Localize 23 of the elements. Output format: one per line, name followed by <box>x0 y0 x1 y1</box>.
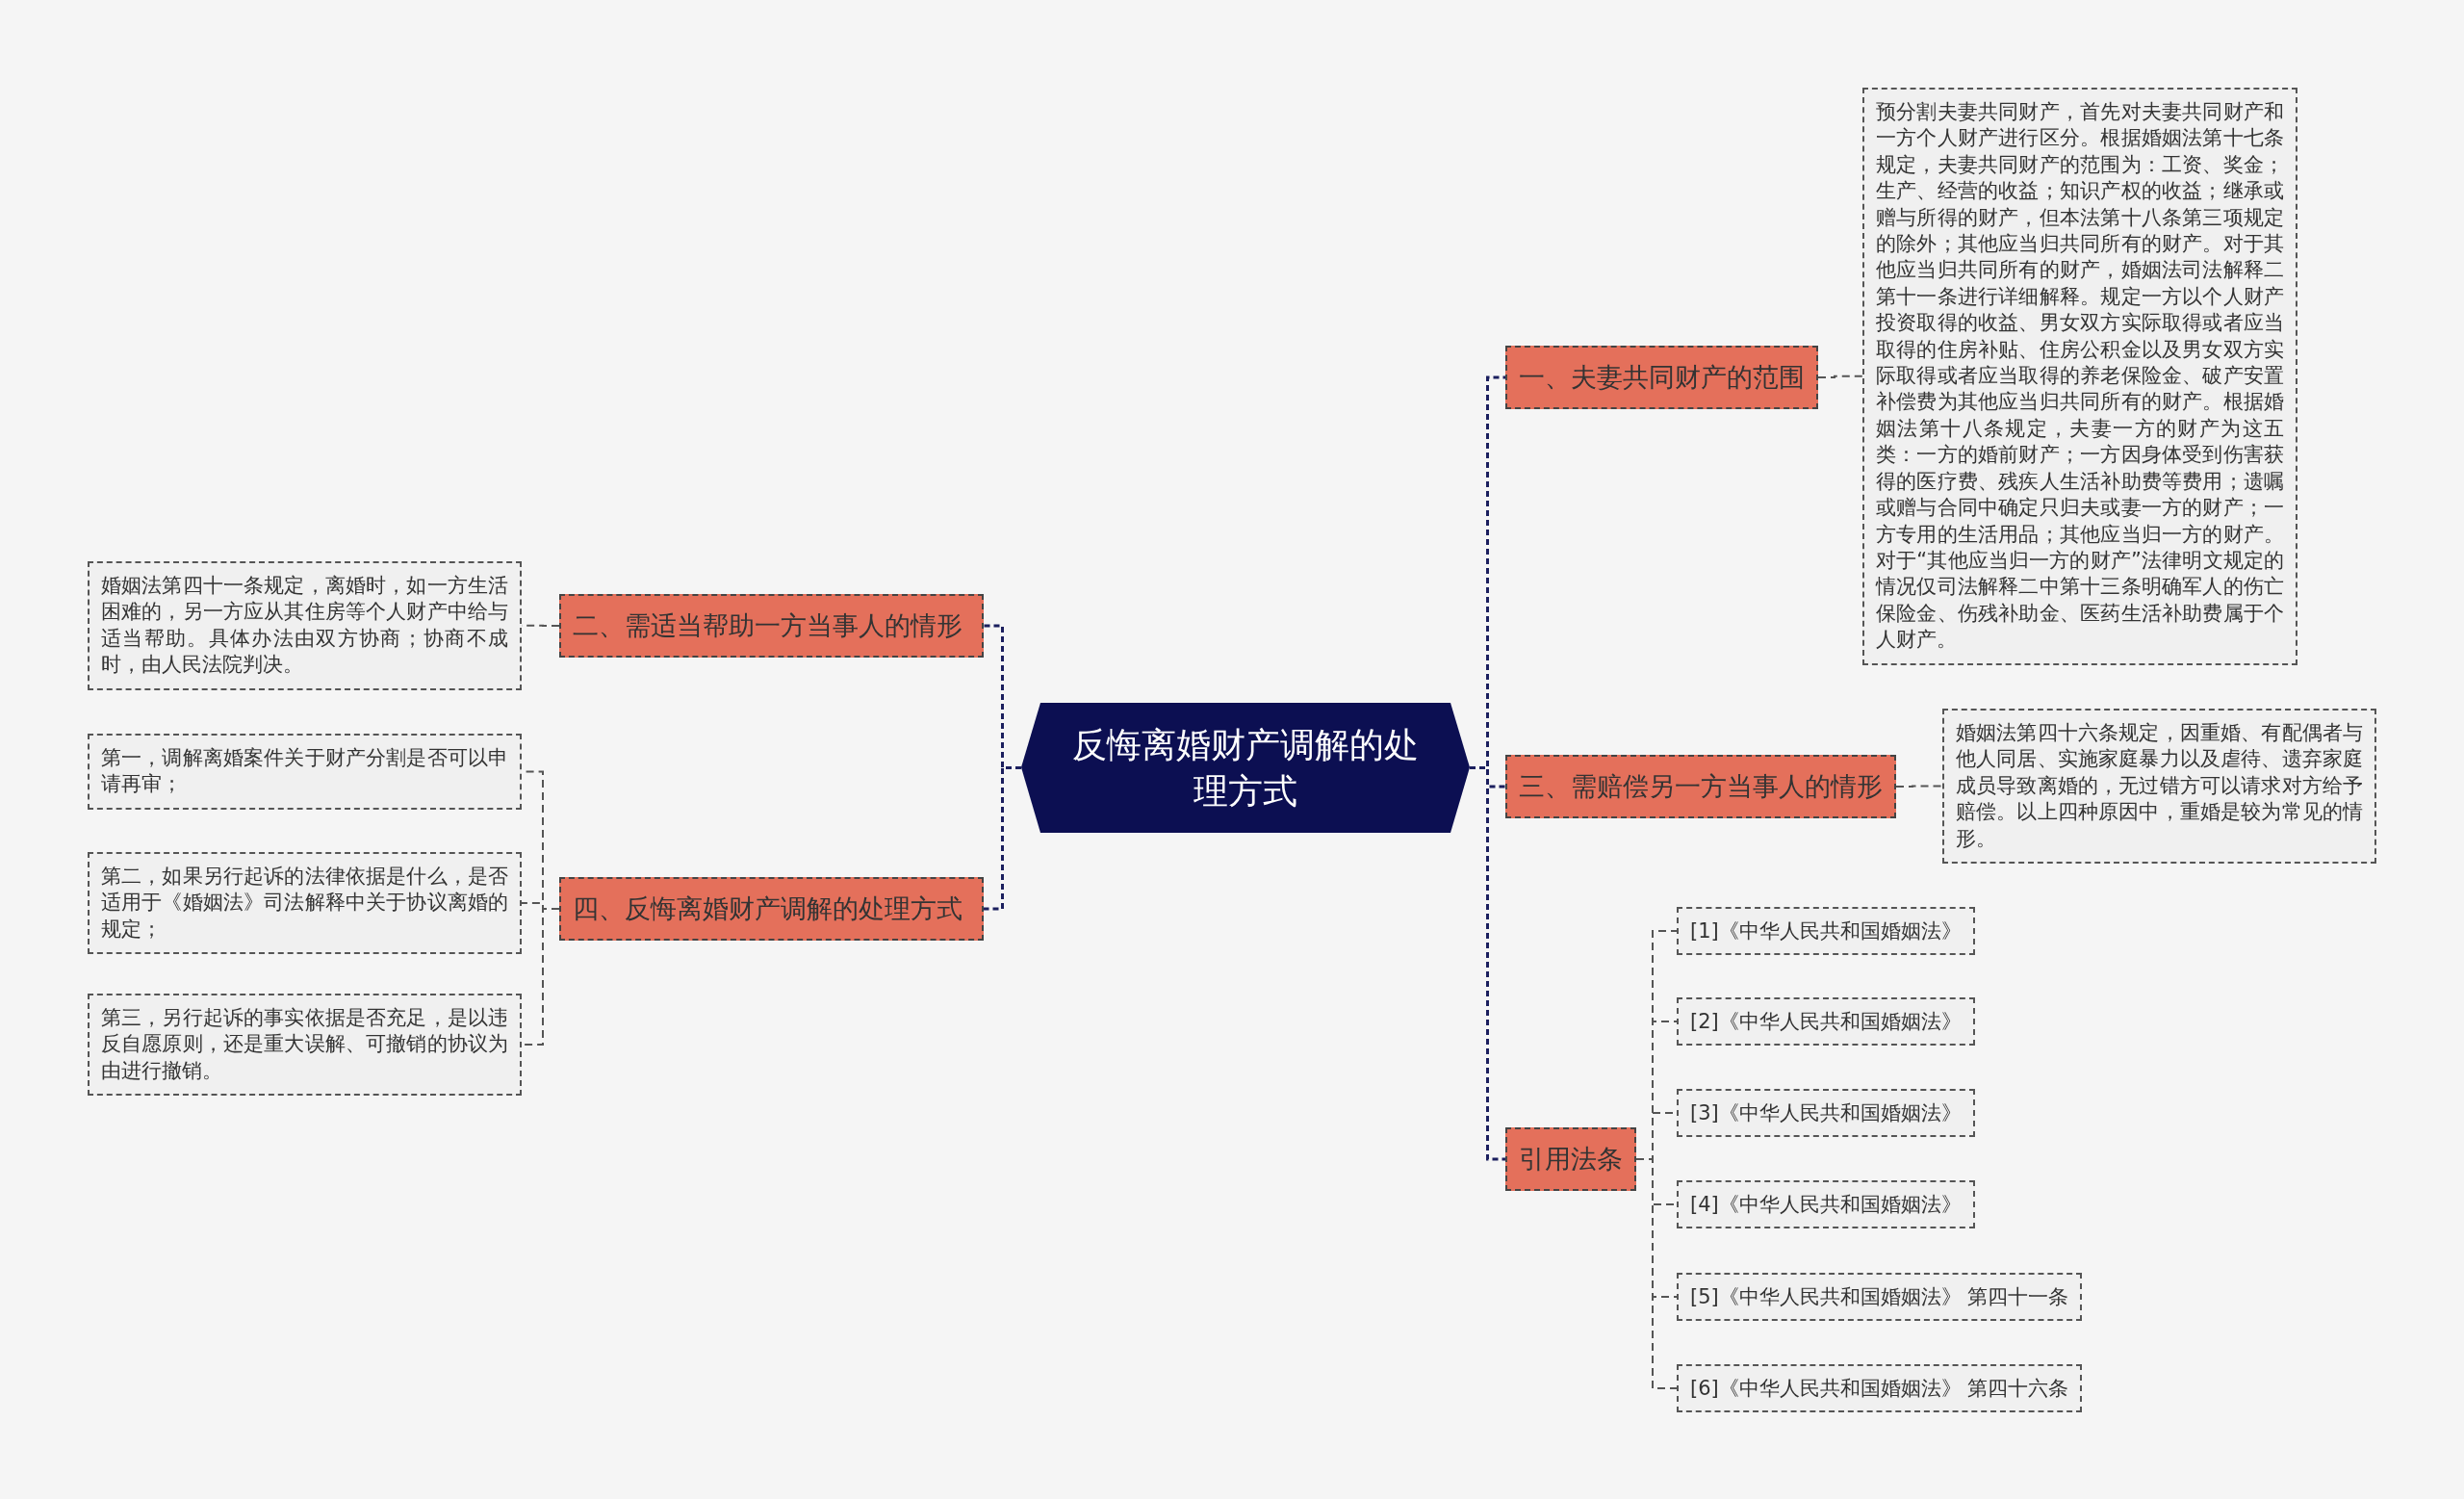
topic-box: 二、需适当帮助一方当事人的情形 <box>559 594 984 658</box>
note-box: 婚姻法第四十一条规定，离婚时，如一方生活困难的，另一方应从其住房等个人财产中给与适当帮助。具体办法由双方协商；协商不成时，由人民法院判决。 <box>88 561 522 690</box>
reference-box: [1]《中华人民共和国婚姻法》 <box>1677 907 1975 955</box>
topic-box: 一、夫妻共同财产的范围 <box>1505 346 1818 409</box>
connector-line <box>1470 766 1505 1161</box>
note-box: 预分割夫妻共同财产，首先对夫妻共同财产和一方个人财产进行区分。根据婚姻法第十七条规定，夫妻共同财产的范围为：工资、奖金；生产、经营的收益；知识产权的收益；继承或赠与所得的财产，但本法第十八条第三项规定的除外；其他应当归共同所有的财产。对于其他应当归共同所有的财产，婚姻法司法解释二第十一条进行详细解释。规定一方以个人财产投资取得的收益、男女双方实际取得或者应当取得的住房补贴、住房公积金以及男女双方实际取得或者应当取得的养老保险金、破产安置补偿费为其他应当归共同所有的财产。根据婚姻法第十八条规定，夫妻一方的财产为这五类：一方的婚前财产；一方因身体受到伤害获得的医疗费、残疾人生活补助费等费用；遗嘱或赠与合同中确定只归夫或妻一方的财产；一方专用的生活用品；其他应当归一方的财产。对于“其他应当归一方的财产”法律明文规定的情况仅司法解释二中第十三条明确军人的伤亡保险金、伤残补助金、医药生活补助费属于个人财产。 <box>1862 88 2297 665</box>
connector-line <box>1895 785 1943 788</box>
reference-box: [4]《中华人民共和国婚姻法》 <box>1677 1180 1975 1228</box>
connector-line <box>984 766 1021 911</box>
connector-line <box>1635 1158 1678 1389</box>
topic-box: 引用法条 <box>1505 1127 1636 1191</box>
reference-box: [2]《中华人民共和国婚姻法》 <box>1677 997 1975 1046</box>
note-box: 第三，另行起诉的事实依据是否充足，是以违反自愿原则，还是重大误解、可撤销的协议为由进行撤销。 <box>88 994 522 1097</box>
connector-line <box>1817 375 1863 378</box>
topic-box: 四、反悔离婚财产调解的处理方式 <box>559 877 984 941</box>
topic-box: 三、需赔偿另一方当事人的情形 <box>1505 755 1896 818</box>
reference-box: [3]《中华人民共和国婚姻法》 <box>1677 1089 1975 1137</box>
note-box: 第二，如果另行起诉的法律依据是什么，是否适用于《婚姻法》司法解释中关于协议离婚的规定； <box>88 852 522 955</box>
note-box: 婚姻法第四十六条规定，因重婚、有配偶者与他人同居、实施家庭暴力以及虐待、遗弃家庭成员导致离婚的，无过错方可以请求对方给予赔偿。以上四种原因中，重婚是较为常见的情形。 <box>1942 709 2376 865</box>
note-box: 第一，调解离婚案件关于财产分割是否可以申请再审； <box>88 734 522 810</box>
central-topic-hexagon: 反悔离婚财产调解的处理方式 <box>1021 703 1470 833</box>
reference-box: [6]《中华人民共和国婚姻法》 第四十六条 <box>1677 1364 2083 1412</box>
reference-box: [5]《中华人民共和国婚姻法》 第四十一条 <box>1677 1273 2083 1321</box>
